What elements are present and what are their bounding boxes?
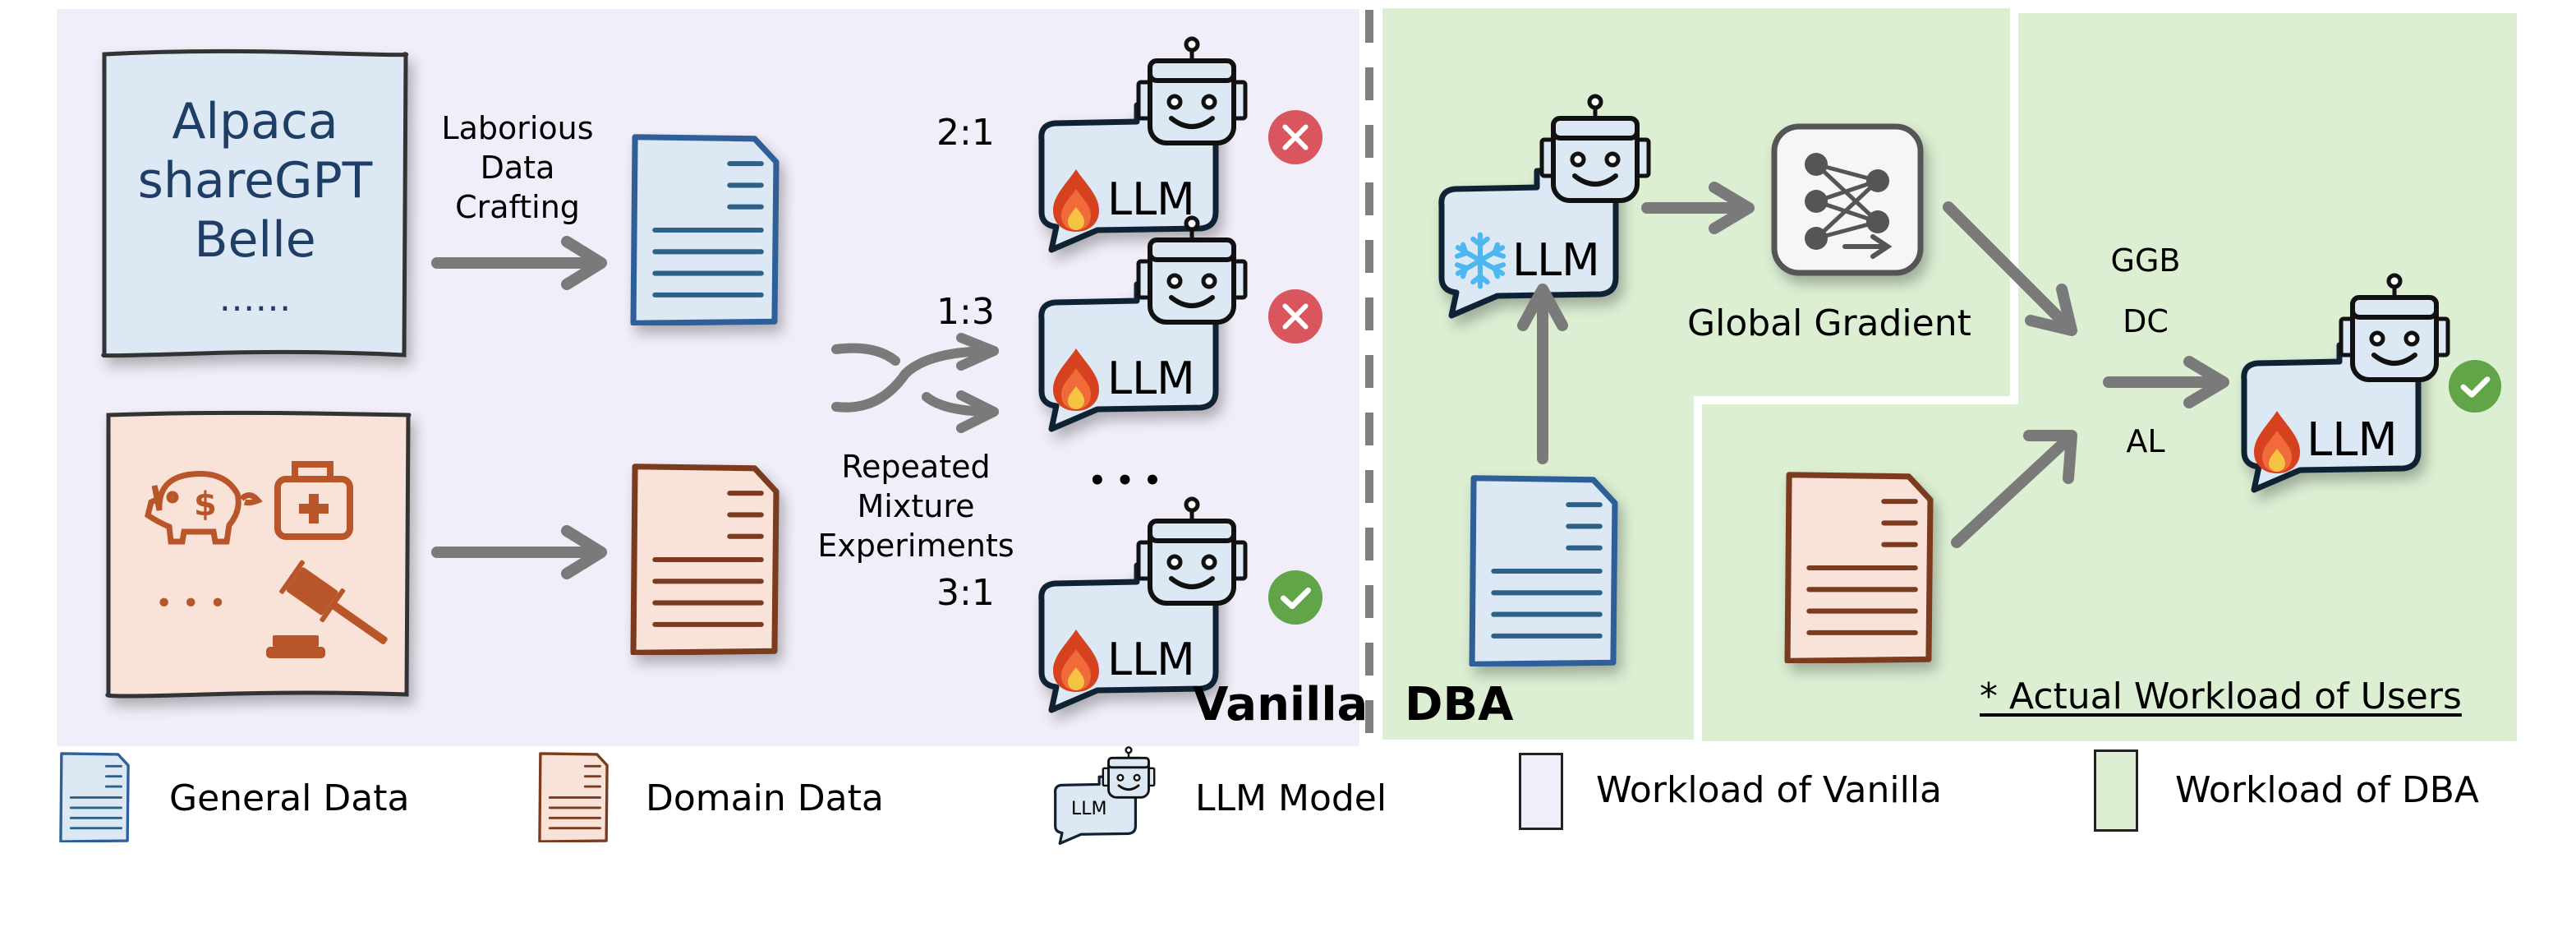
source-belle: Belle: [194, 211, 316, 269]
user-workload-note: * Actual Workload of Users: [1980, 676, 2462, 717]
source-sharegpt: shareGPT: [137, 152, 373, 210]
domain-data-doc-icon: [538, 752, 609, 842]
flame-icon: [2252, 409, 2302, 475]
legend-label-domain: Domain Data: [646, 777, 884, 819]
arrow-down-right-icon: [1943, 201, 2077, 336]
method-al: AL: [2126, 423, 2165, 459]
llm-label: LLM: [1107, 353, 1195, 404]
source-alpaca: Alpaca: [172, 93, 338, 150]
check-icon: [2448, 359, 2502, 413]
robot-head-icon: [1130, 212, 1254, 335]
domain-data-doc-icon: [1784, 471, 1934, 663]
crafting-label-line: Laborious: [441, 110, 594, 146]
flame-icon: [1051, 628, 1101, 694]
domain-data-doc-icon: [630, 463, 780, 655]
legend-label-vanilla: Workload of Vanilla: [1596, 769, 1943, 811]
mixture-label: Repeated Mixture Experiments: [801, 447, 1031, 565]
mixture-label-line: Mixture: [857, 488, 975, 524]
mixture-label-line: Experiments: [817, 528, 1014, 564]
llm-model-icon: LLM: [1051, 745, 1175, 847]
crafting-label-line: Data: [480, 150, 555, 186]
arrow-up-right-icon: [1951, 430, 2077, 548]
final-llm-label: LLM: [2307, 413, 2398, 467]
frozen-llm-model: LLM: [1433, 90, 1663, 288]
robot-head-icon: [1099, 745, 1158, 804]
robot-head-icon: [1130, 33, 1254, 156]
arrow-right-icon: [1641, 182, 1755, 234]
neural-network-icon: [1771, 123, 1924, 276]
snowflake-icon: [1451, 232, 1509, 289]
legend-label-dba: Workload of DBA: [2175, 769, 2480, 811]
general-data-doc-icon: [630, 133, 780, 325]
dba-swatch: [2094, 749, 2138, 832]
vanilla-swatch: [1519, 753, 1563, 830]
mixture-label-line: Repeated: [841, 449, 991, 485]
llm-model: LLM: [1033, 212, 1263, 417]
check-icon: [1267, 570, 1323, 625]
mixture-ratio: 3:1: [936, 572, 995, 614]
crafting-label: Laborious Data Crafting: [427, 108, 608, 227]
experiments-ellipsis: • • •: [1088, 464, 1162, 497]
domain-data-source-box: $ • • •: [105, 410, 412, 699]
llm-model: LLM: [1033, 493, 1263, 699]
source-more: ……: [218, 278, 292, 320]
robot-head-icon: [2333, 270, 2456, 393]
cross-icon: [1267, 288, 1323, 344]
arrow-up-icon: [1517, 284, 1568, 464]
section-divider: [1365, 10, 1373, 746]
final-llm-model: LLM: [2236, 270, 2466, 475]
global-gradient-label: Global Gradient: [1687, 302, 1971, 344]
general-data-source-box: Alpaca shareGPT Belle ……: [101, 48, 409, 358]
flame-icon: [1051, 347, 1101, 413]
cross-icon: [1267, 109, 1323, 165]
legend-label-llm: LLM Model: [1195, 777, 1387, 819]
legend-label-general: General Data: [169, 777, 410, 819]
method-dc: DC: [2123, 303, 2169, 339]
llm-label: LLM: [1107, 634, 1195, 685]
mixture-ratio: 2:1: [936, 112, 995, 154]
general-data-doc-icon: [1469, 474, 1618, 666]
arrow-right-icon: [431, 236, 607, 290]
vanilla-label: Vanilla: [1193, 678, 1368, 731]
method-ggb: GGB: [2110, 242, 2181, 279]
shuffle-icon: [831, 333, 999, 433]
arrow-right-icon: [2103, 356, 2229, 408]
svg-text:$: $: [194, 486, 217, 523]
robot-head-icon: [1130, 493, 1254, 616]
frozen-llm-label: LLM: [1512, 234, 1600, 286]
arrow-right-icon: [431, 525, 607, 579]
gavel-icon: [266, 560, 388, 658]
piggy-bank-icon: $: [145, 471, 263, 545]
legend-llm-icon-text: LLM: [1071, 799, 1107, 819]
llm-model: LLM: [1033, 33, 1263, 238]
general-data-doc-icon: [59, 752, 130, 842]
dba-label: DBA: [1405, 678, 1514, 731]
domain-ellipsis: • • •: [155, 587, 227, 620]
llm-label: LLM: [1107, 173, 1195, 225]
crafting-label-line: Crafting: [455, 189, 580, 225]
medical-kit-icon: [274, 461, 353, 540]
mixture-ratio: 1:3: [936, 291, 995, 333]
